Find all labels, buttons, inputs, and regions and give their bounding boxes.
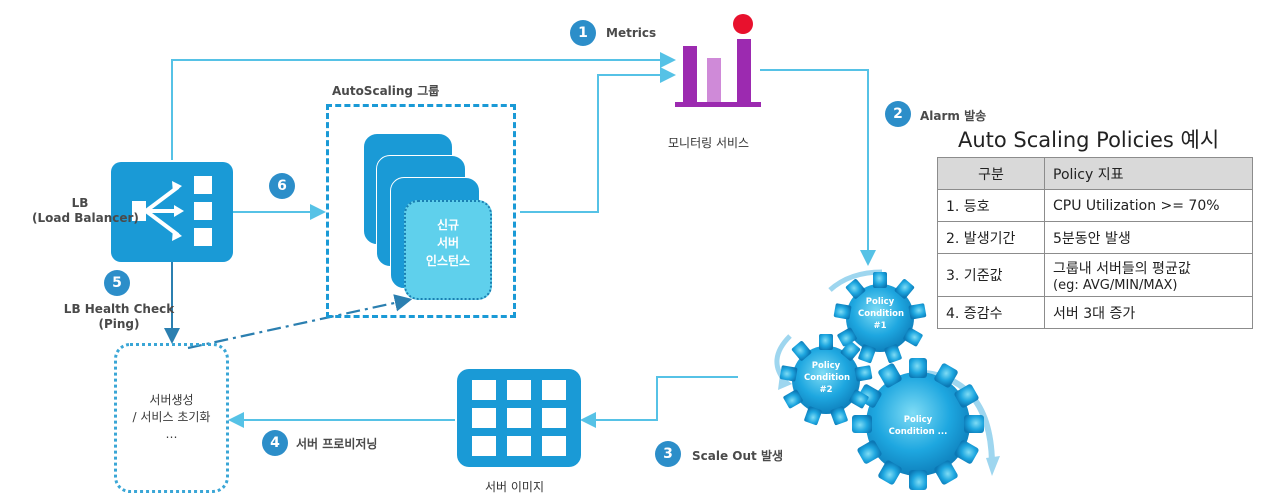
init-line2: / 서비스 초기화 xyxy=(132,410,211,424)
policy-value: 그룹내 서버들의 평균값 (eg: AVG/MIN/MAX) xyxy=(1044,253,1253,297)
gear-icon xyxy=(779,334,873,426)
gear-icon xyxy=(852,358,984,490)
autoscaling-group-box xyxy=(326,104,516,318)
server-init-box: 서버생성 / 서비스 초기화 … xyxy=(114,343,229,493)
gear-2-line2: Condition xyxy=(804,373,850,383)
lb-label-line2: (Load Balancer) xyxy=(32,211,139,225)
new-instance-line3: 인스턴스 xyxy=(425,254,471,268)
step-4-badge: 4 xyxy=(262,430,288,456)
new-instance-line1: 신규 xyxy=(436,218,460,232)
new-instance-card: 신규 서버 인스턴스 xyxy=(404,200,492,300)
policy-value: 서버 3대 증가 xyxy=(1044,296,1253,329)
table-row: 4. 증감수 서버 3대 증가 xyxy=(937,296,1253,329)
step-3-badge: 3 xyxy=(655,441,681,467)
policy-name: 2. 발생기간 xyxy=(937,221,1045,254)
asg-label: AutoScaling 그룹 xyxy=(332,84,440,98)
policy-value: CPU Utilization >= 70% xyxy=(1044,189,1253,222)
init-line1: 서버생성 xyxy=(149,393,194,407)
server-image-label: 서버 이미지 xyxy=(485,480,545,494)
lb-label: LB (Load Balancer) xyxy=(32,196,139,226)
init-to-instance-arrow xyxy=(187,294,413,350)
policies-title: Auto Scaling Policies 예시 xyxy=(958,128,1220,152)
gear-3-line1: Policy xyxy=(903,415,933,425)
alarm-arrow xyxy=(760,69,876,266)
table-row: 2. 발생기간 5분동안 발생 xyxy=(937,221,1253,254)
gear-2-label: Policy Condition #2 xyxy=(804,360,850,396)
bar-chart-icon xyxy=(675,14,761,107)
grid-icon xyxy=(457,369,581,467)
monitoring-label: 모니터링 서비스 xyxy=(668,136,750,150)
health-check-label: LB Health Check (Ping) xyxy=(44,302,194,332)
gear-1-label: Policy Condition #1 xyxy=(858,296,904,332)
new-instance-line2: 서버 xyxy=(436,236,460,250)
gear-1-line2: Condition xyxy=(858,309,904,319)
asg-metrics-arrow xyxy=(520,67,676,213)
metrics-label: Metrics xyxy=(606,26,657,40)
step-1-badge: 1 xyxy=(570,20,596,46)
init-line3: … xyxy=(165,427,178,441)
gear-2-line1: Policy xyxy=(811,361,841,371)
policies-header-name: 구분 xyxy=(937,157,1045,190)
gear-3-label: Policy Condition ... xyxy=(888,414,948,438)
step-2-badge: 2 xyxy=(885,101,911,127)
policies-header-value: Policy 지표 xyxy=(1044,157,1253,190)
health-check-line2: (Ping) xyxy=(98,317,140,331)
lb-node xyxy=(110,161,234,263)
scale-out-label: Scale Out 발생 xyxy=(692,449,784,463)
health-check-line1: LB Health Check xyxy=(63,302,175,316)
gear-2-line3: #2 xyxy=(819,385,833,395)
gear-1-line1: Policy xyxy=(865,297,895,307)
policy-value: 5분동안 발생 xyxy=(1044,221,1253,254)
provision-label: 서버 프로비저닝 xyxy=(296,437,378,451)
policy-name: 4. 증감수 xyxy=(937,296,1045,329)
metrics-arrow xyxy=(171,52,676,160)
policy-value-line2: (eg: AVG/MIN/MAX) xyxy=(1053,277,1178,293)
policy-gears xyxy=(774,269,1000,490)
alarm-dot-icon xyxy=(733,14,753,34)
alarm-label: Alarm 발송 xyxy=(920,109,987,123)
policy-value-line1: 그룹내 서버들의 평균값 xyxy=(1053,260,1191,277)
policies-header-row: 구분 Policy 지표 xyxy=(937,157,1253,190)
gear-icon xyxy=(833,272,927,364)
step-6-badge: 6 xyxy=(269,173,295,199)
policy-name: 3. 기준값 xyxy=(937,253,1045,297)
scale-out-arrow xyxy=(580,376,738,428)
load-balancer-icon xyxy=(111,162,233,262)
step-5-badge: 5 xyxy=(104,270,130,296)
policy-name: 1. 등호 xyxy=(937,189,1045,222)
gear-3-line2: Condition ... xyxy=(888,427,948,437)
table-row: 3. 기준값 그룹내 서버들의 평균값 (eg: AVG/MIN/MAX) xyxy=(937,253,1253,297)
policies-table: 구분 Policy 지표 1. 등호 CPU Utilization >= 70… xyxy=(937,157,1253,329)
lb-label-line1: LB xyxy=(71,196,89,210)
table-row: 1. 등호 CPU Utilization >= 70% xyxy=(937,189,1253,222)
gear-1-line3: #1 xyxy=(873,321,887,331)
